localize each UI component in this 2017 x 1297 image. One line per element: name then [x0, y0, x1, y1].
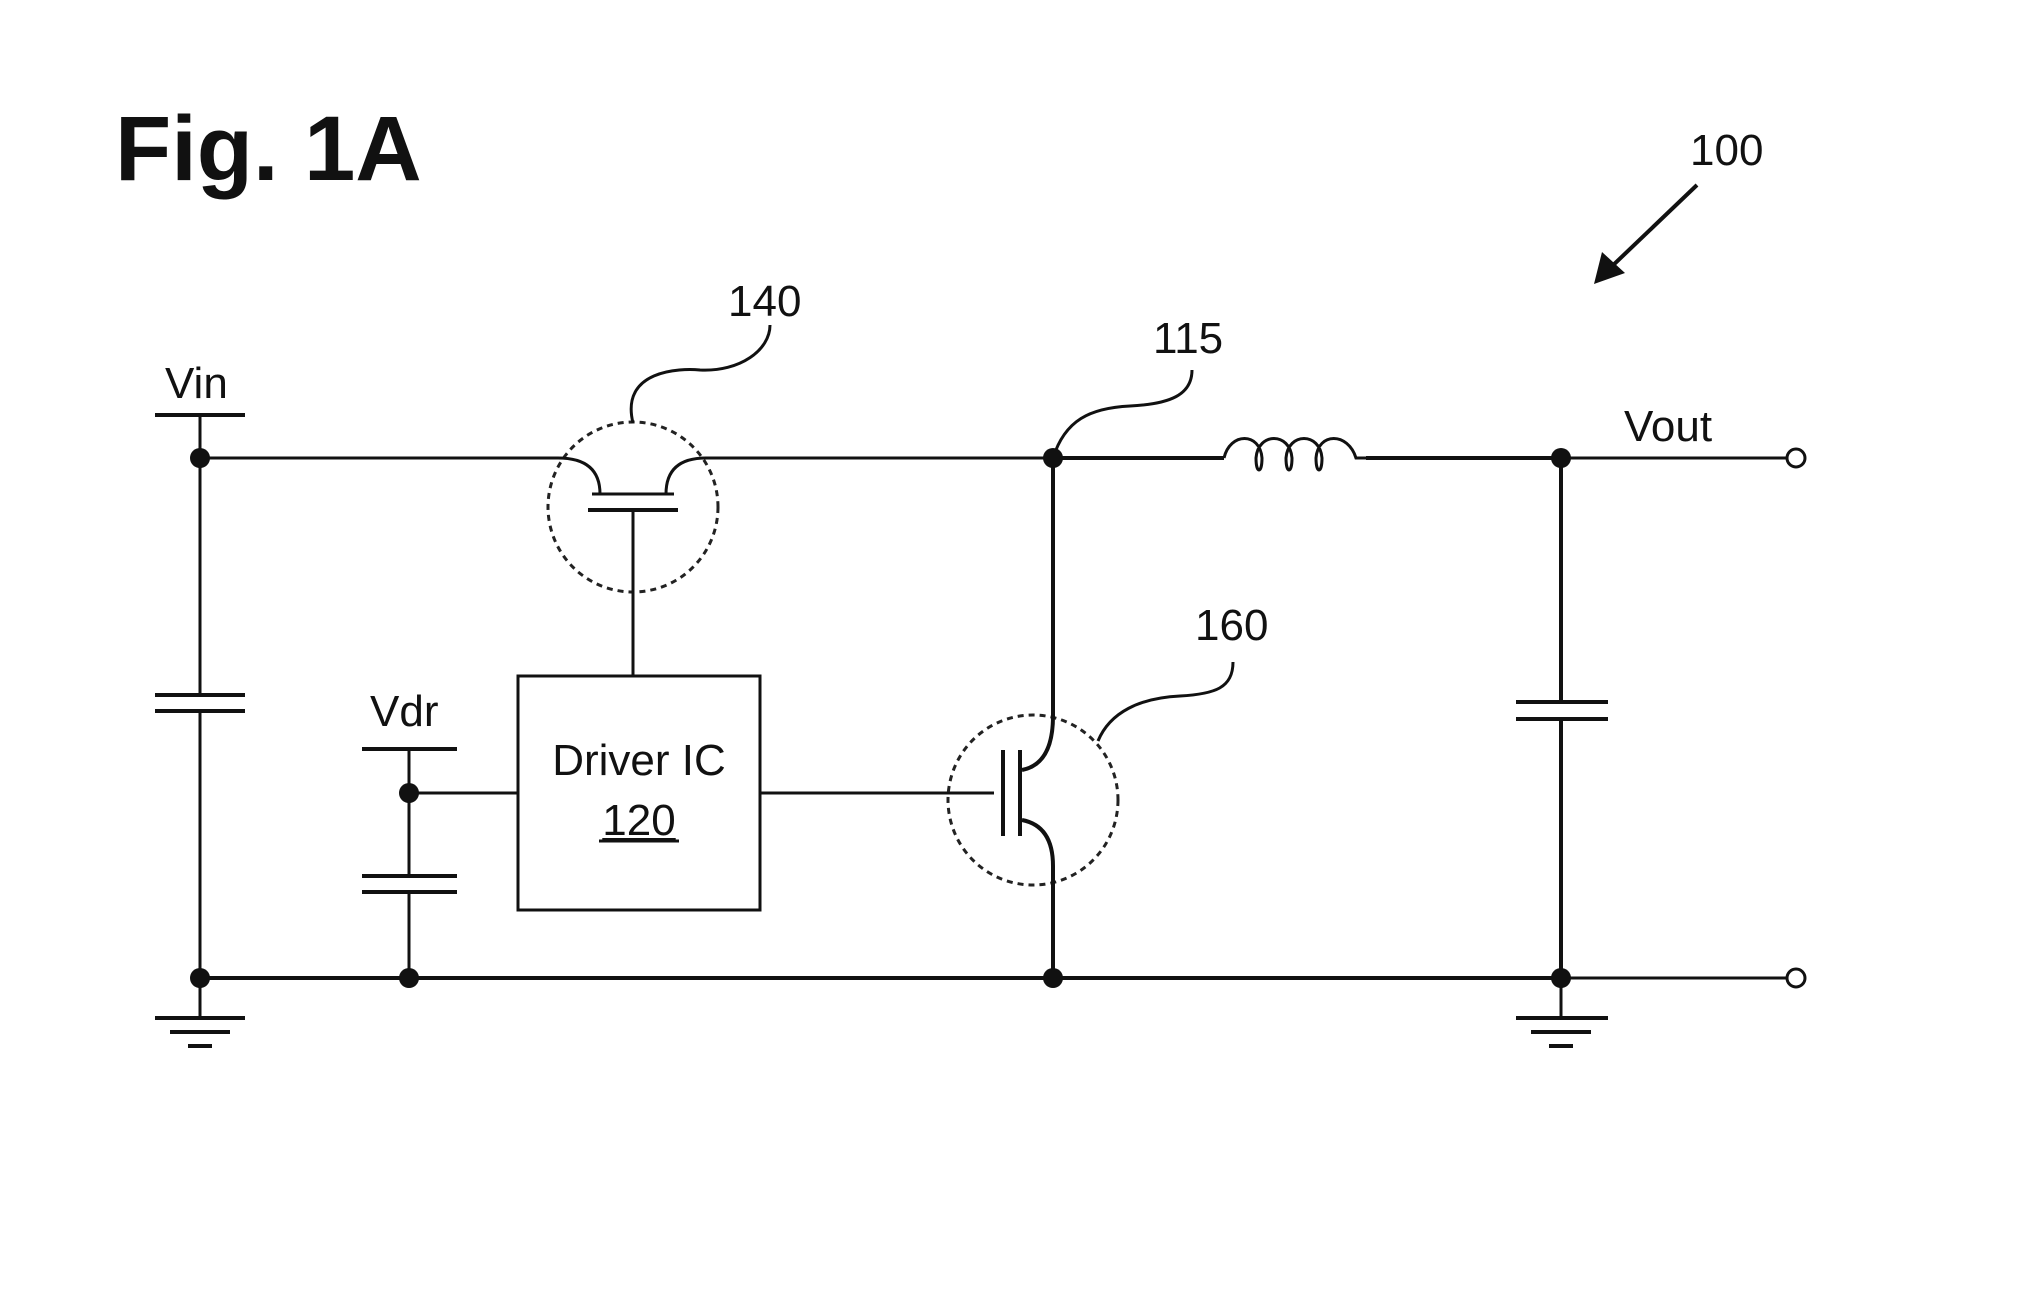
junction-115 — [1043, 448, 1063, 468]
switch-160-outline — [948, 715, 1118, 885]
vin-label: Vin — [165, 359, 228, 408]
input-capacitor — [155, 458, 245, 978]
junction-vout — [1551, 448, 1571, 468]
vout-label: Vout — [1624, 402, 1712, 451]
inductor — [1224, 439, 1366, 471]
ground-terminal — [1787, 969, 1805, 987]
ground-left — [155, 978, 245, 1046]
junction-vdr — [399, 783, 419, 803]
driver-ic-box — [518, 676, 760, 910]
reference-100: 100 — [1594, 126, 1763, 284]
junction-ground-vdr — [399, 968, 419, 988]
switch-160-source — [1022, 820, 1053, 978]
switch-140: 140 — [548, 277, 801, 676]
node-115-leader — [1053, 370, 1192, 458]
reference-100-label: 100 — [1690, 126, 1763, 175]
switch-160-label: 160 — [1195, 601, 1268, 650]
switch-140-leader — [631, 325, 770, 423]
junction-vin — [190, 448, 210, 468]
vdr-supply: Vdr — [362, 687, 518, 978]
figure-title: Fig. 1A — [115, 98, 422, 200]
switch-160: 160 — [948, 458, 1268, 978]
junction-ground-left — [190, 968, 210, 988]
vout-terminal — [1787, 449, 1805, 467]
ground-right — [1516, 978, 1608, 1046]
driver-ic-name: Driver IC — [552, 736, 726, 785]
output-capacitor — [1516, 458, 1608, 978]
switch-140-label: 140 — [728, 277, 801, 326]
switch-140-source — [558, 458, 600, 494]
node-115-label: 115 — [1153, 314, 1223, 363]
switch-160-leader — [1098, 662, 1233, 741]
inductor-coil — [1224, 439, 1366, 471]
node-115: 115 — [1053, 314, 1223, 458]
vin-supply: Vin — [155, 359, 245, 458]
junction-ground-160 — [1043, 968, 1063, 988]
switch-160-drain — [1022, 458, 1053, 770]
driver-ic-ref: 120 — [602, 796, 675, 845]
driver-ic-120: Driver IC 120 — [518, 676, 994, 910]
junction-ground-right — [1551, 968, 1571, 988]
vdr-label: Vdr — [370, 687, 438, 736]
reference-arrow-line — [1608, 185, 1697, 270]
switch-140-drain — [666, 458, 706, 494]
